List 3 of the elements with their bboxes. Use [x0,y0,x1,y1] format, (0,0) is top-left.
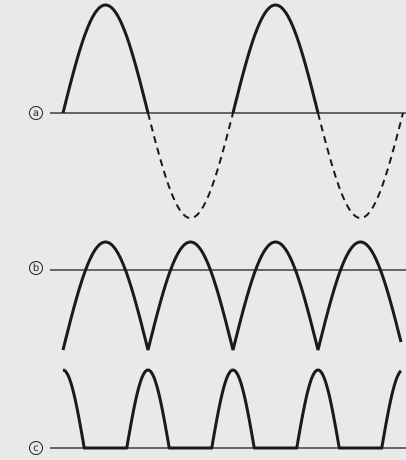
callout-letter: b [29,261,43,275]
callout-letter: a [29,106,43,120]
callout-letter: c [29,441,43,455]
